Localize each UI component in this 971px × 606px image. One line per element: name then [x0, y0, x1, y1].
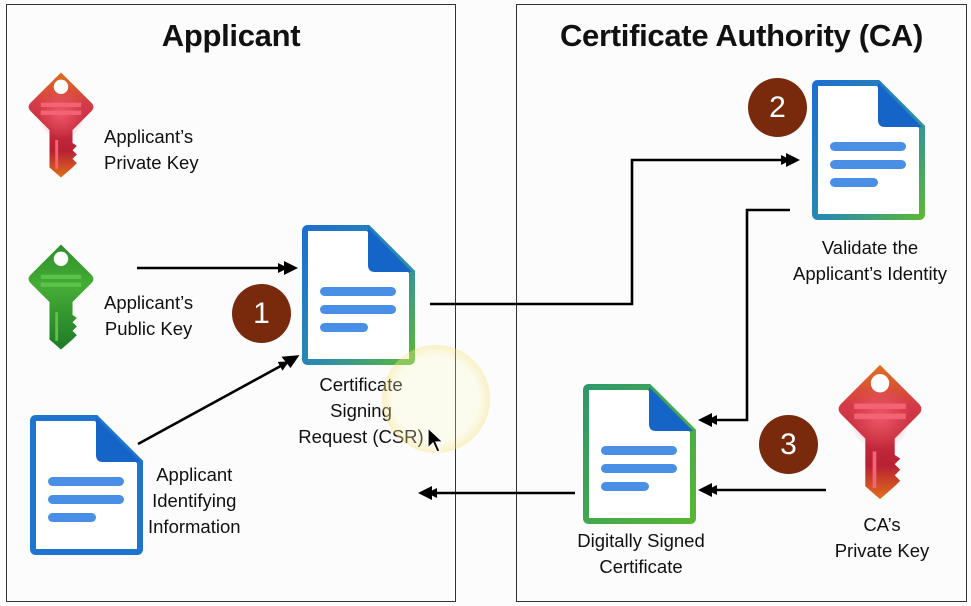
signed-certificate-label: Digitally Signed Certificate — [577, 530, 705, 577]
arrow-csr-to-ca — [430, 155, 791, 306]
csr-document-icon — [302, 225, 415, 365]
step-1-badge: 1 — [232, 284, 291, 343]
identifying-information-document-icon — [30, 415, 143, 555]
ca-private-key-label: CA’s Private Key — [834, 514, 930, 561]
ca-private-key-icon — [834, 357, 926, 507]
validate-identity-document-icon — [812, 80, 925, 220]
applicant-private-key-icon — [25, 50, 97, 200]
applicant-private-key-label: Applicant’s Private Key — [104, 126, 199, 173]
identifying-information-label: Applicant Identifying Information — [148, 464, 241, 537]
arrow-info-to-csr — [137, 360, 289, 446]
ca-title: Certificate Authority (CA) — [559, 18, 924, 53]
mouse-cursor-icon — [427, 426, 445, 453]
signed-certificate-document-icon — [583, 384, 696, 524]
applicant-title: Applicant — [161, 18, 301, 53]
validate-identity-label: Validate the Applicant’s Identity — [793, 237, 947, 284]
step-2-badge: 2 — [748, 78, 807, 137]
step-3-badge: 3 — [759, 415, 818, 474]
arrow-validate-to-certificate — [707, 208, 790, 425]
applicant-public-key-icon — [25, 222, 97, 372]
applicant-public-key-label: Applicant’s Public Key — [104, 292, 194, 339]
